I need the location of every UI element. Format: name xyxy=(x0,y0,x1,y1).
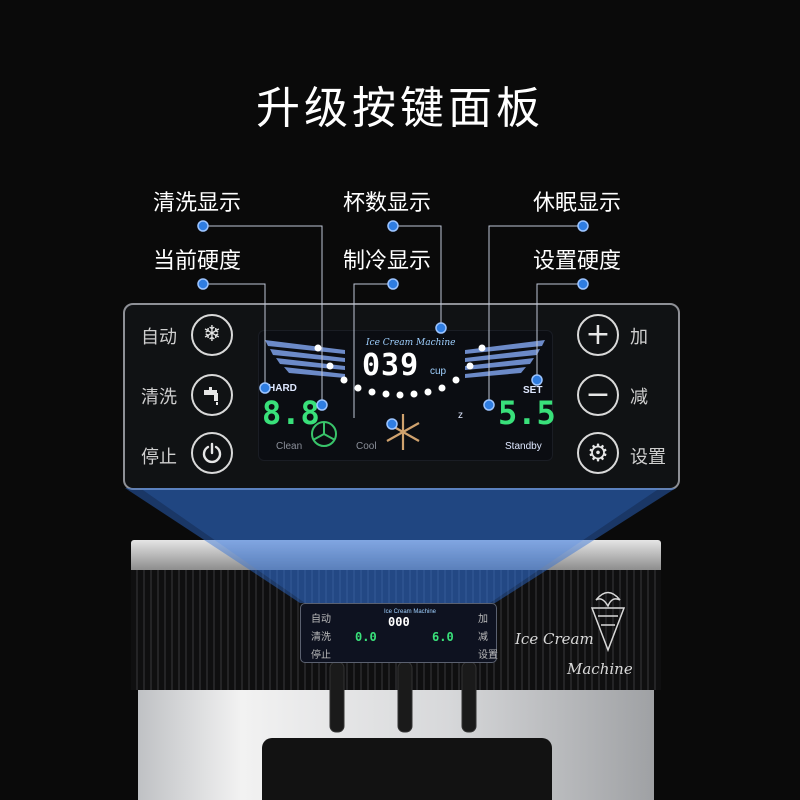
wash-button[interactable] xyxy=(191,374,233,416)
mini-minus-label: 减 xyxy=(478,632,488,643)
page-title: 升级按键面板 xyxy=(256,83,544,134)
machine-brand-line2: Machine xyxy=(567,660,633,678)
set-label: SET xyxy=(523,385,543,396)
hard-label: HARD xyxy=(268,383,297,394)
snowflake-icon: ❄ xyxy=(202,322,222,347)
clean-label: Clean xyxy=(276,441,303,452)
mini-plus-label: 加 xyxy=(478,614,488,625)
mini-hard-value: 0.0 xyxy=(355,630,377,644)
callout-current-hardness: 当前硬度 xyxy=(153,249,242,274)
mini-wash-label: 清洗 xyxy=(311,632,331,643)
cool-label: Cool xyxy=(356,441,377,452)
lcd-brand: Ice Cream Machine xyxy=(366,338,456,348)
machine-brand-line1: Ice Cream xyxy=(515,630,594,648)
minus-icon: − xyxy=(585,377,611,412)
sleep-z: z xyxy=(458,410,463,421)
cup-count-value: 039 xyxy=(362,348,420,383)
mini-stop-label: 停止 xyxy=(311,650,331,661)
settings-label: 设置 xyxy=(630,447,666,468)
minus-button[interactable]: − xyxy=(577,374,619,416)
lcd-display xyxy=(258,330,553,461)
callout-set-hardness: 设置硬度 xyxy=(533,249,622,274)
machine-top xyxy=(131,540,661,570)
plus-button[interactable]: + xyxy=(577,314,619,356)
plus-label: 加 xyxy=(630,327,648,348)
power-icon xyxy=(202,442,222,464)
set-value: 5.5 xyxy=(498,394,556,432)
hard-value: 8.8 xyxy=(262,394,320,432)
gear-icon: ⚙ xyxy=(587,439,609,467)
progress-dots xyxy=(314,344,486,399)
standby-label: Standby xyxy=(505,441,542,452)
auto-label: 自动 xyxy=(141,327,177,348)
plus-icon: + xyxy=(585,317,611,352)
mini-auto-label: 自动 xyxy=(311,614,331,625)
mini-settings-label: 设置 xyxy=(478,650,498,661)
callout-clean-display: 清洗显示 xyxy=(153,191,242,216)
mini-set-value: 6.0 xyxy=(432,630,454,644)
minus-label: 减 xyxy=(630,387,648,408)
machine-mini-panel xyxy=(300,603,497,663)
faucet-icon xyxy=(204,387,218,405)
wash-label: 清洗 xyxy=(141,387,177,408)
stop-label: 停止 xyxy=(141,447,177,468)
auto-button[interactable]: ❄ xyxy=(191,314,233,356)
dispenser-base xyxy=(262,738,552,800)
cup-unit: cup xyxy=(430,366,447,377)
callout-sleep-display: 休眠显示 xyxy=(533,191,622,216)
mini-brand: Ice Cream Machine xyxy=(384,609,437,615)
callout-cup-count-display: 杯数显示 xyxy=(343,191,432,216)
stop-button[interactable] xyxy=(191,432,233,474)
settings-button[interactable]: ⚙ xyxy=(577,432,619,474)
callout-dots xyxy=(197,220,589,430)
clean-fan-icon xyxy=(311,421,337,447)
left-wing-icon xyxy=(265,340,345,378)
right-wing-icon xyxy=(465,340,545,378)
callout-lines xyxy=(203,225,583,418)
mini-cup-value: 000 xyxy=(388,615,410,629)
callout-cooling-display: 制冷显示 xyxy=(343,249,432,274)
